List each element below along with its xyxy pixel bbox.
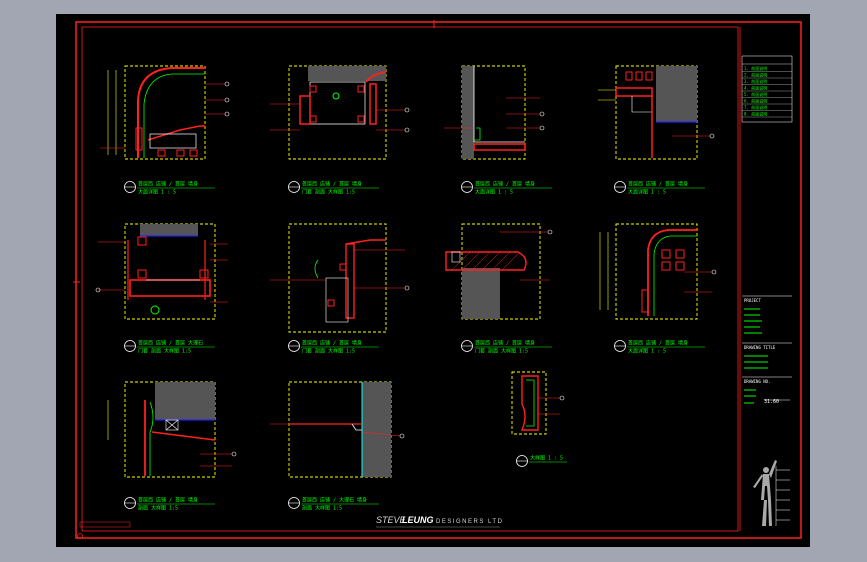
legend-row: 8. 前面说明: [744, 111, 767, 117]
detail-caption-scale: 门套 剖面 大样图 1:5: [475, 348, 528, 355]
detail-caption-title: 首层西 店铺 / 首层 墙身: [302, 340, 362, 347]
detail-7: [445, 223, 553, 320]
detail-9: [107, 381, 237, 478]
sheet-border-inner: [81, 26, 739, 532]
detail-caption-title: 首层西 店铺 / 首层 墙身: [475, 340, 535, 347]
detail-caption-scale: 大样图 1 : 5: [530, 455, 563, 462]
detail-caption-title: 首层西 店铺 / 首层 墙身: [475, 181, 535, 188]
legend-row: 2. 前面说明: [744, 72, 767, 78]
detail-caption-title: 首层西 店铺 / 大理石 墙身: [302, 497, 367, 504]
drawing-no-label: DRAWING NO.: [744, 379, 771, 384]
detail-caption-title: 首层西 店铺 / 首层 墙身: [138, 181, 198, 188]
detail-10: [270, 381, 405, 478]
detail-caption-title: 首层西 店铺 / 首层 墙身: [138, 497, 198, 504]
detail-4: [598, 65, 715, 160]
corner-stamp: [79, 521, 131, 528]
detail-caption-11: 大样图 1 : 5: [516, 455, 567, 467]
detail-11: [511, 371, 565, 435]
detail-caption-title: 首层西 店铺 / 首层 墙身: [302, 181, 362, 188]
corner-mark: [77, 533, 83, 539]
sheet-border-outer: [75, 21, 802, 539]
brand-tagline: DESIGNERS LTD: [436, 519, 503, 525]
brand-logo: STEVE LEUNG DESIGNERS LTD: [376, 515, 503, 528]
legend-row: 3. 前面说明: [744, 78, 767, 84]
drawing-title-label: DRAWING TITLE: [744, 345, 776, 350]
detail-caption-scale: 门套 剖面 大样图 1:5: [302, 189, 355, 196]
detail-caption-scale: 大面详图 1 : 5: [475, 189, 513, 196]
detail-caption-scale: 门套 剖面 大样图 1:5: [302, 348, 355, 355]
detail-caption-scale: 剖面 大样图 1:5: [138, 505, 178, 512]
detail-1: [100, 65, 230, 160]
detail-caption-scale: 门套 剖面 大样图 1:5: [138, 348, 191, 355]
detail-caption-scale: 大面详图 1 : 5: [138, 189, 176, 196]
drawing-title-lines: [744, 355, 768, 369]
legend-row: 1. 前面说明: [744, 65, 767, 71]
legend-row: 4. 前面说明: [744, 85, 767, 91]
detail-8: [599, 223, 717, 320]
detail-caption-title: 首层西 店铺 / 首层 墙身: [628, 181, 688, 188]
drawing-no-lines: [744, 389, 756, 404]
detail-caption-title: 首层西 店铺 / 首层 墙身: [628, 340, 688, 347]
detail-caption-title: 首层西 店铺 / 首层 大理石: [138, 340, 203, 347]
project-lines: [744, 308, 762, 334]
brand-name-left: STEVE: [376, 515, 407, 525]
detail-2: [270, 65, 410, 160]
detail-5: [95, 223, 228, 320]
project-label: PROJECT: [744, 298, 761, 303]
detail-caption-scale: 剖面 大样图 1:5: [302, 505, 342, 512]
brand-name-right: LEUNG: [402, 515, 434, 525]
detail-caption-scale: 大面详图 1 : 5: [628, 348, 666, 355]
detail-caption-scale: 大面详图 1 : 5: [628, 189, 666, 196]
modulor-scale: [775, 466, 790, 526]
drawing-no-value: 31.60: [764, 399, 779, 405]
modulor-figure-logo: [753, 460, 777, 526]
legend-row: 6. 前面说明: [744, 98, 767, 104]
legend-row: 5. 前面说明: [744, 91, 767, 97]
detail-3: [444, 65, 545, 160]
legend-row: 7. 前面说明: [744, 104, 767, 110]
detail-6: [270, 223, 410, 333]
